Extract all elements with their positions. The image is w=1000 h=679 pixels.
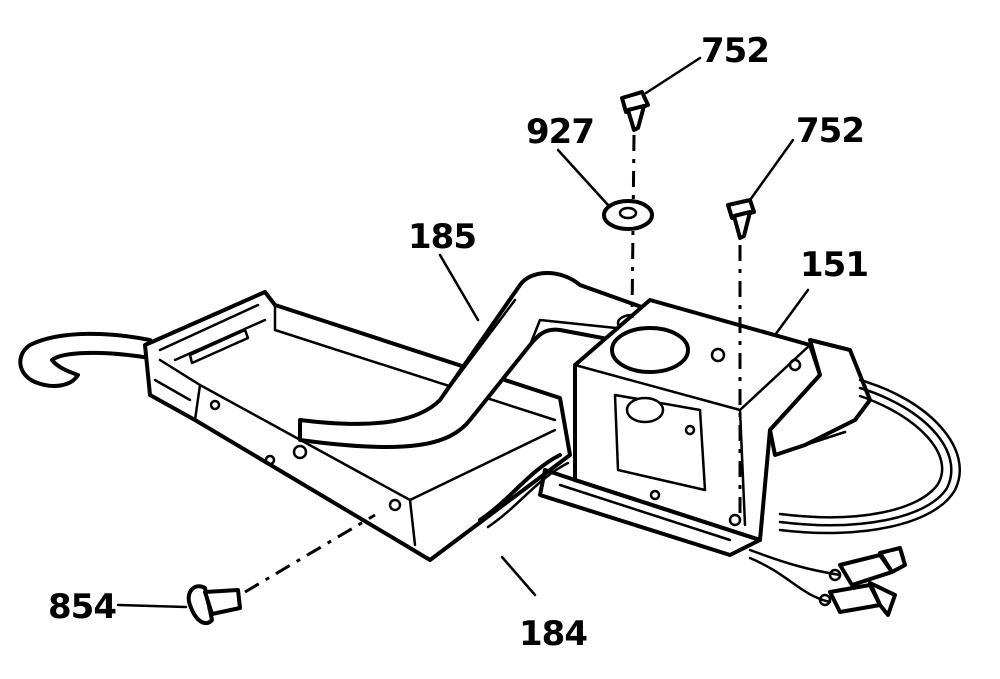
wire-harness — [748, 378, 961, 617]
callout-752-right: 752 — [796, 111, 864, 151]
callout-927: 927 — [526, 112, 594, 152]
motor-housing — [538, 298, 872, 557]
wire-guide — [478, 453, 570, 529]
screw-bottom — [186, 513, 376, 626]
callout-151: 151 — [800, 245, 868, 285]
callout-184: 184 — [519, 614, 587, 654]
washer — [602, 199, 654, 231]
callout-185: 185 — [408, 217, 476, 257]
callout-854: 854 — [48, 587, 116, 627]
leader-lines — [116, 56, 810, 609]
screw-top-right — [726, 198, 756, 515]
hook — [18, 331, 152, 388]
callout-752-top: 752 — [701, 31, 769, 71]
screw-top-left — [620, 90, 650, 319]
